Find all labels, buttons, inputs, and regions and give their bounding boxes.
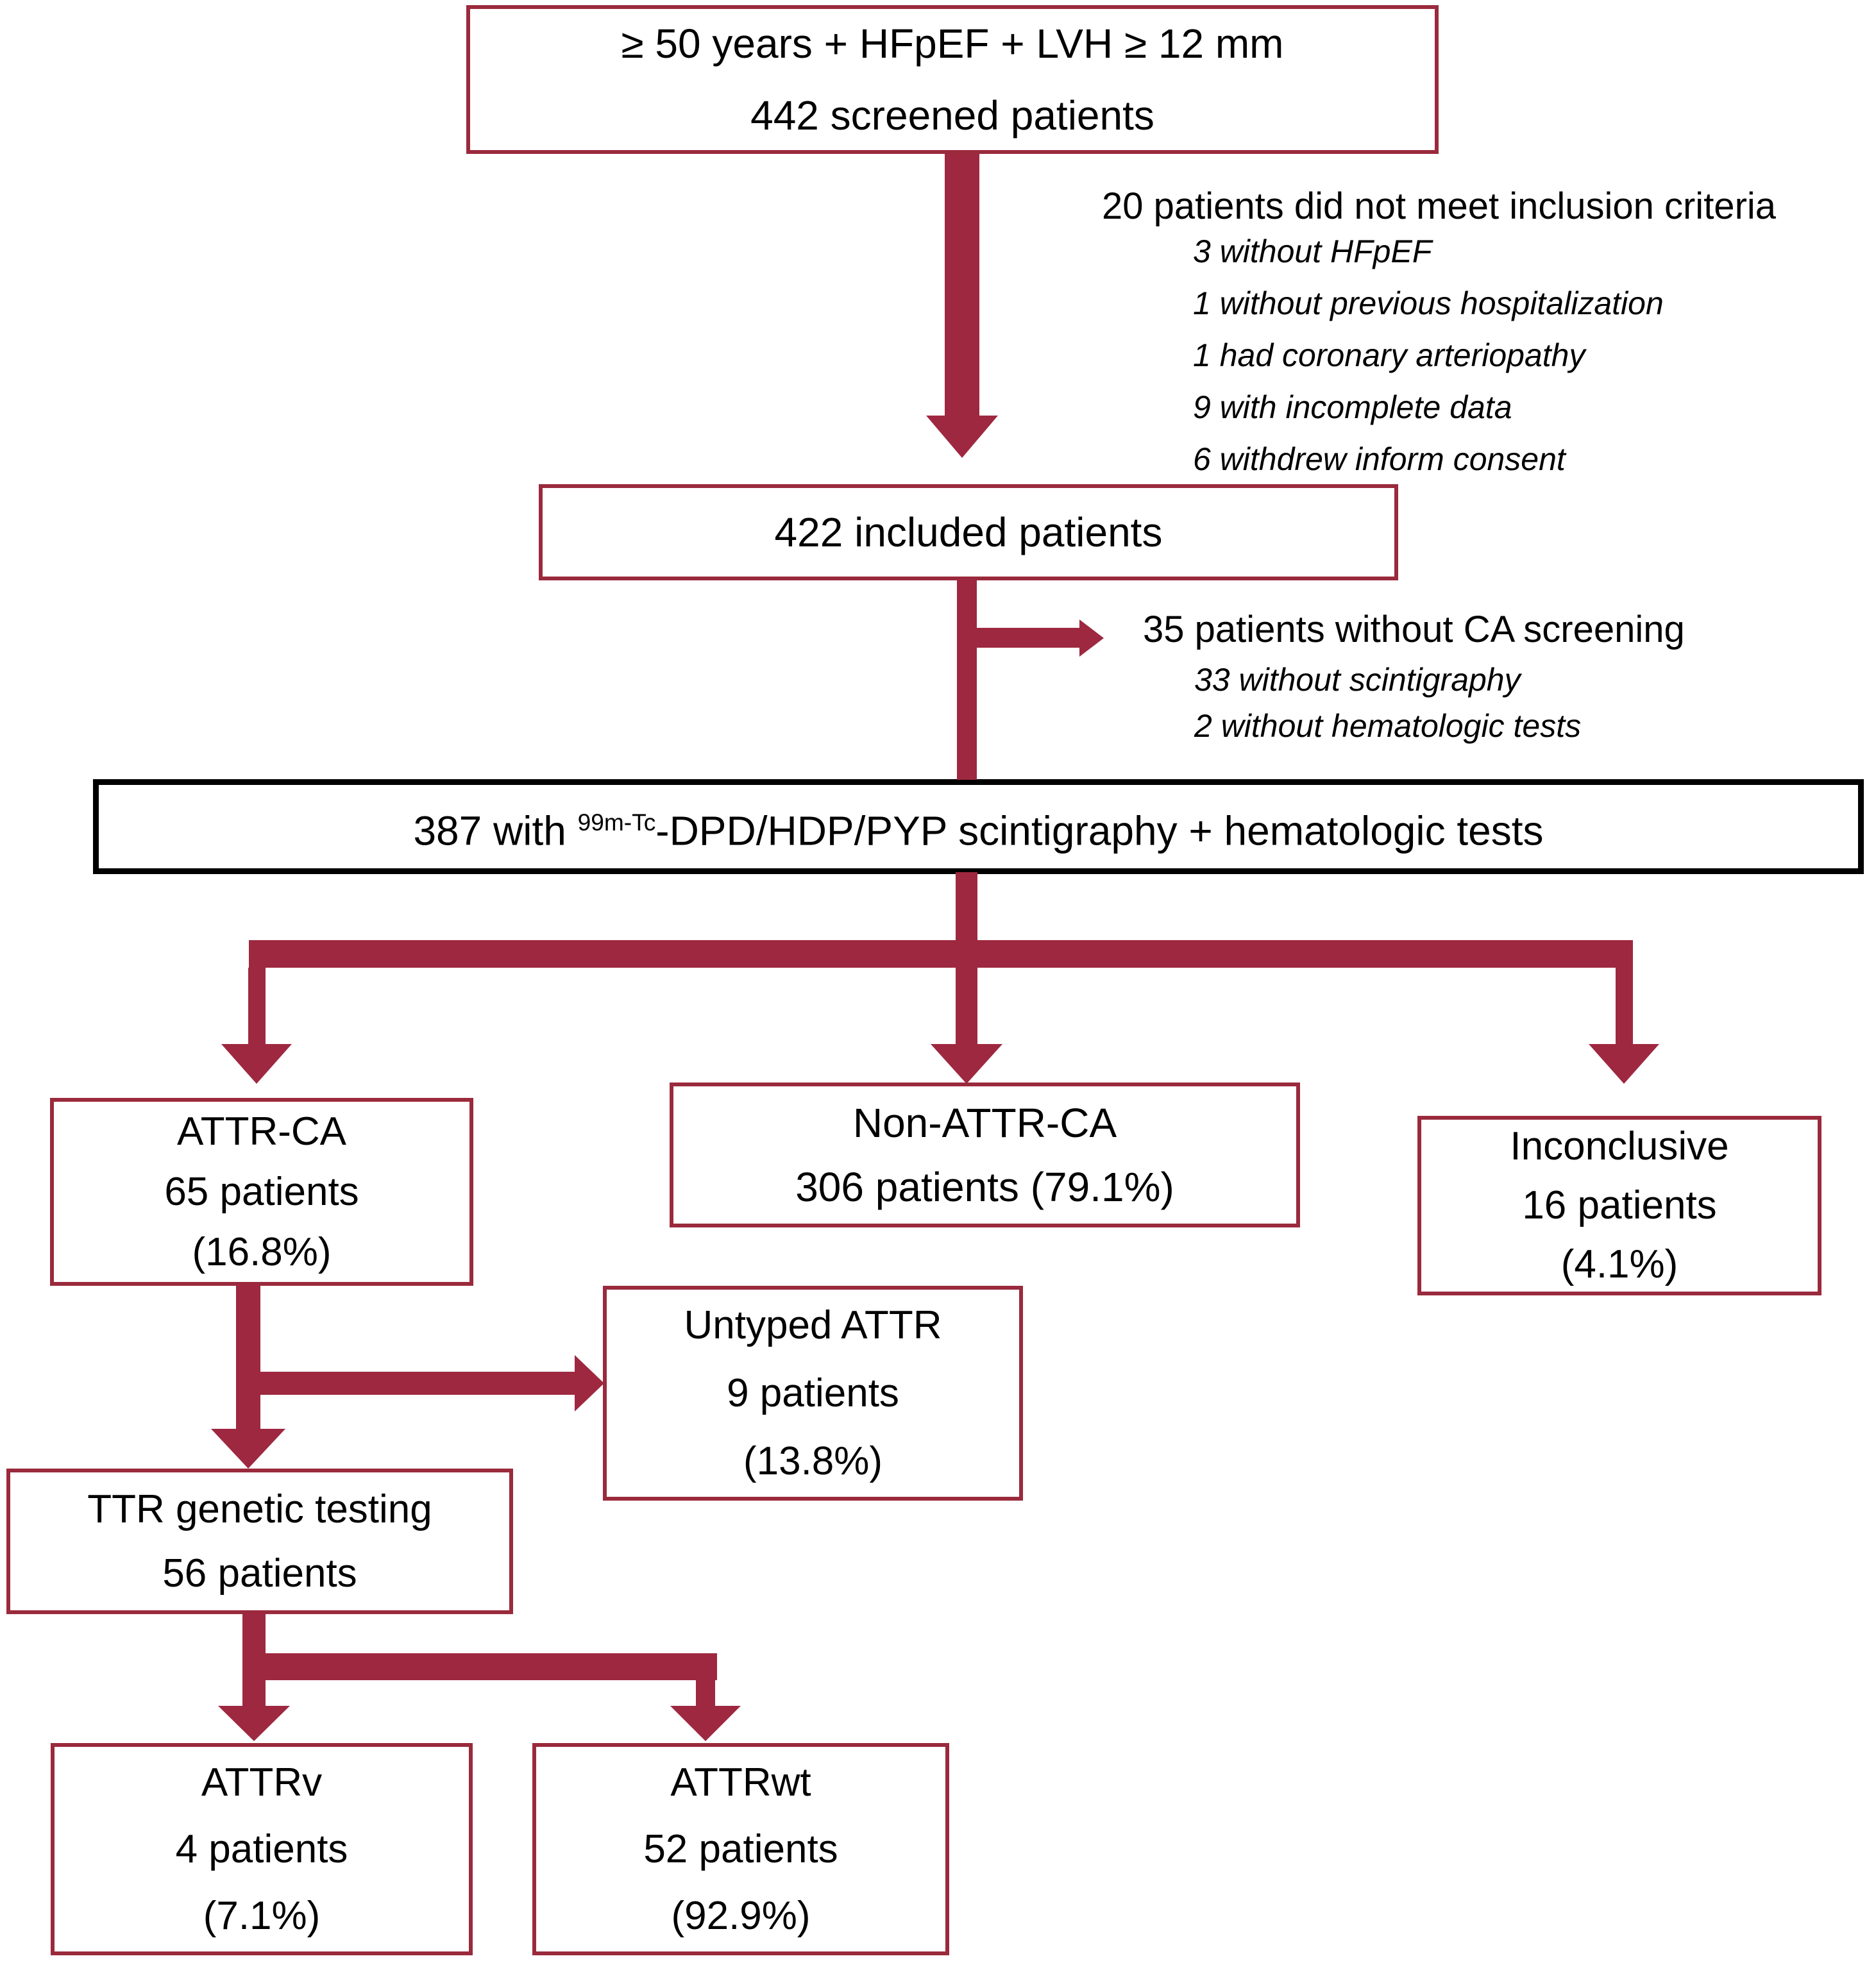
attrv-percent: (7.1%) xyxy=(203,1893,321,1938)
arrow-to-inconclusive-shaft xyxy=(1616,968,1633,1044)
connector-scintigraphy-stem xyxy=(956,872,977,941)
arrow-screened-to-included-shaft xyxy=(945,154,979,416)
arrowhead-down-included-icon xyxy=(926,416,998,458)
arrowhead-down-non-attr-ca-icon xyxy=(931,1044,1002,1084)
arrow-attr-ca-to-ttr-shaft xyxy=(236,1285,260,1429)
inconclusive-count: 16 patients xyxy=(1522,1183,1717,1227)
exclusion-item: 9 with incomplete data xyxy=(1193,389,1512,425)
arrowhead-right-untyped-icon xyxy=(575,1355,604,1411)
branch-bar-ttr xyxy=(242,1653,717,1680)
attrwt-count: 52 patients xyxy=(643,1826,838,1871)
exclusion-note-items: 3 without HFpEF 1 without previous hospi… xyxy=(1193,226,1664,485)
exclusion-item: 1 without previous hospitalization xyxy=(1193,285,1664,321)
branch-bar-main xyxy=(249,940,1633,968)
arrowhead-down-inconclusive-icon xyxy=(1589,1044,1659,1084)
arrowhead-down-ttr-icon xyxy=(211,1429,285,1469)
arrowhead-down-attr-ca-icon xyxy=(221,1044,292,1084)
box-screened-patients: ≥ 50 years + HFpEF + LVH ≥ 12 mm 442 scr… xyxy=(466,5,1439,154)
connector-included-to-scintigraphy xyxy=(957,579,977,780)
tc99m-superscript: 99m-Tc xyxy=(577,809,656,836)
arrow-to-untyped-shaft xyxy=(260,1372,575,1395)
arrow-to-attr-ca-shaft xyxy=(248,968,266,1044)
arrowhead-down-attrwt-icon xyxy=(670,1706,741,1741)
exclusion-item: 3 without HFpEF xyxy=(1193,233,1432,269)
box-non-attr-ca: Non-ATTR-CA 306 patients (79.1%) xyxy=(670,1083,1300,1227)
attrv-label: ATTRv xyxy=(201,1760,323,1805)
box-included-patients: 422 included patients xyxy=(539,484,1398,580)
inconclusive-percent: (4.1%) xyxy=(1560,1242,1678,1286)
attr-ca-label: ATTR-CA xyxy=(176,1109,347,1154)
screened-criteria-text: ≥ 50 years + HFpEF + LVH ≥ 12 mm xyxy=(621,21,1284,67)
box-untyped-attr: Untyped ATTR 9 patients (13.8%) xyxy=(603,1286,1023,1501)
arrowhead-right-no-screening-icon xyxy=(1079,619,1104,657)
scintigraphy-text: 387 with 99m-Tc-DPD/HDP/PYP scintigraphy… xyxy=(413,800,1544,854)
box-scintigraphy-hematologic: 387 with 99m-Tc-DPD/HDP/PYP scintigraphy… xyxy=(93,779,1864,874)
no-screening-item: 2 without hematologic tests xyxy=(1194,708,1582,744)
no-screening-note-items: 33 without scintigraphy 2 without hemato… xyxy=(1194,657,1581,749)
ttr-testing-count: 56 patients xyxy=(162,1551,357,1596)
arrow-no-screening-shaft xyxy=(976,628,1079,648)
untyped-attr-percent: (13.8%) xyxy=(743,1438,883,1483)
exclusion-item: 1 had coronary arteriopathy xyxy=(1193,337,1585,373)
arrow-to-non-attr-ca-shaft xyxy=(956,968,977,1044)
arrow-to-attrwt-shaft xyxy=(696,1680,715,1706)
connector-ttr-stem xyxy=(242,1612,266,1653)
scintigraphy-text-suffix: -DPD/HDP/PYP scintigraphy + hematologic … xyxy=(655,807,1544,854)
box-attr-ca: ATTR-CA 65 patients (16.8%) xyxy=(50,1098,473,1286)
arrowhead-down-attrv-icon xyxy=(218,1706,290,1741)
inconclusive-label: Inconclusive xyxy=(1510,1124,1729,1168)
attr-ca-percent: (16.8%) xyxy=(192,1229,332,1274)
attrwt-label: ATTRwt xyxy=(670,1760,811,1805)
attr-ca-count: 65 patients xyxy=(164,1169,359,1214)
exclusion-item: 6 withdrew inform consent xyxy=(1193,441,1566,477)
box-attrv: ATTRv 4 patients (7.1%) xyxy=(51,1743,473,1955)
box-inconclusive: Inconclusive 16 patients (4.1%) xyxy=(1417,1116,1821,1295)
attrv-count: 4 patients xyxy=(175,1826,348,1871)
included-count-text: 422 included patients xyxy=(774,509,1163,555)
non-attr-ca-count: 306 patients (79.1%) xyxy=(795,1164,1174,1210)
box-ttr-genetic-testing: TTR genetic testing 56 patients xyxy=(6,1469,513,1614)
screened-count-text: 442 screened patients xyxy=(750,92,1154,139)
no-screening-note-heading: 35 patients without CA screening xyxy=(1143,609,1685,650)
scintigraphy-text-prefix: 387 with xyxy=(413,807,578,854)
ttr-testing-label: TTR genetic testing xyxy=(87,1487,432,1531)
untyped-attr-count: 9 patients xyxy=(727,1370,899,1415)
no-screening-item: 33 without scintigraphy xyxy=(1194,662,1521,698)
arrow-to-attrv-shaft xyxy=(242,1680,266,1706)
box-attrwt: ATTRwt 52 patients (92.9%) xyxy=(532,1743,949,1955)
untyped-attr-label: Untyped ATTR xyxy=(684,1302,942,1347)
attrwt-percent: (92.9%) xyxy=(671,1893,811,1938)
exclusion-note-heading: 20 patients did not meet inclusion crite… xyxy=(1102,185,1777,227)
non-attr-ca-label: Non-ATTR-CA xyxy=(852,1100,1117,1146)
